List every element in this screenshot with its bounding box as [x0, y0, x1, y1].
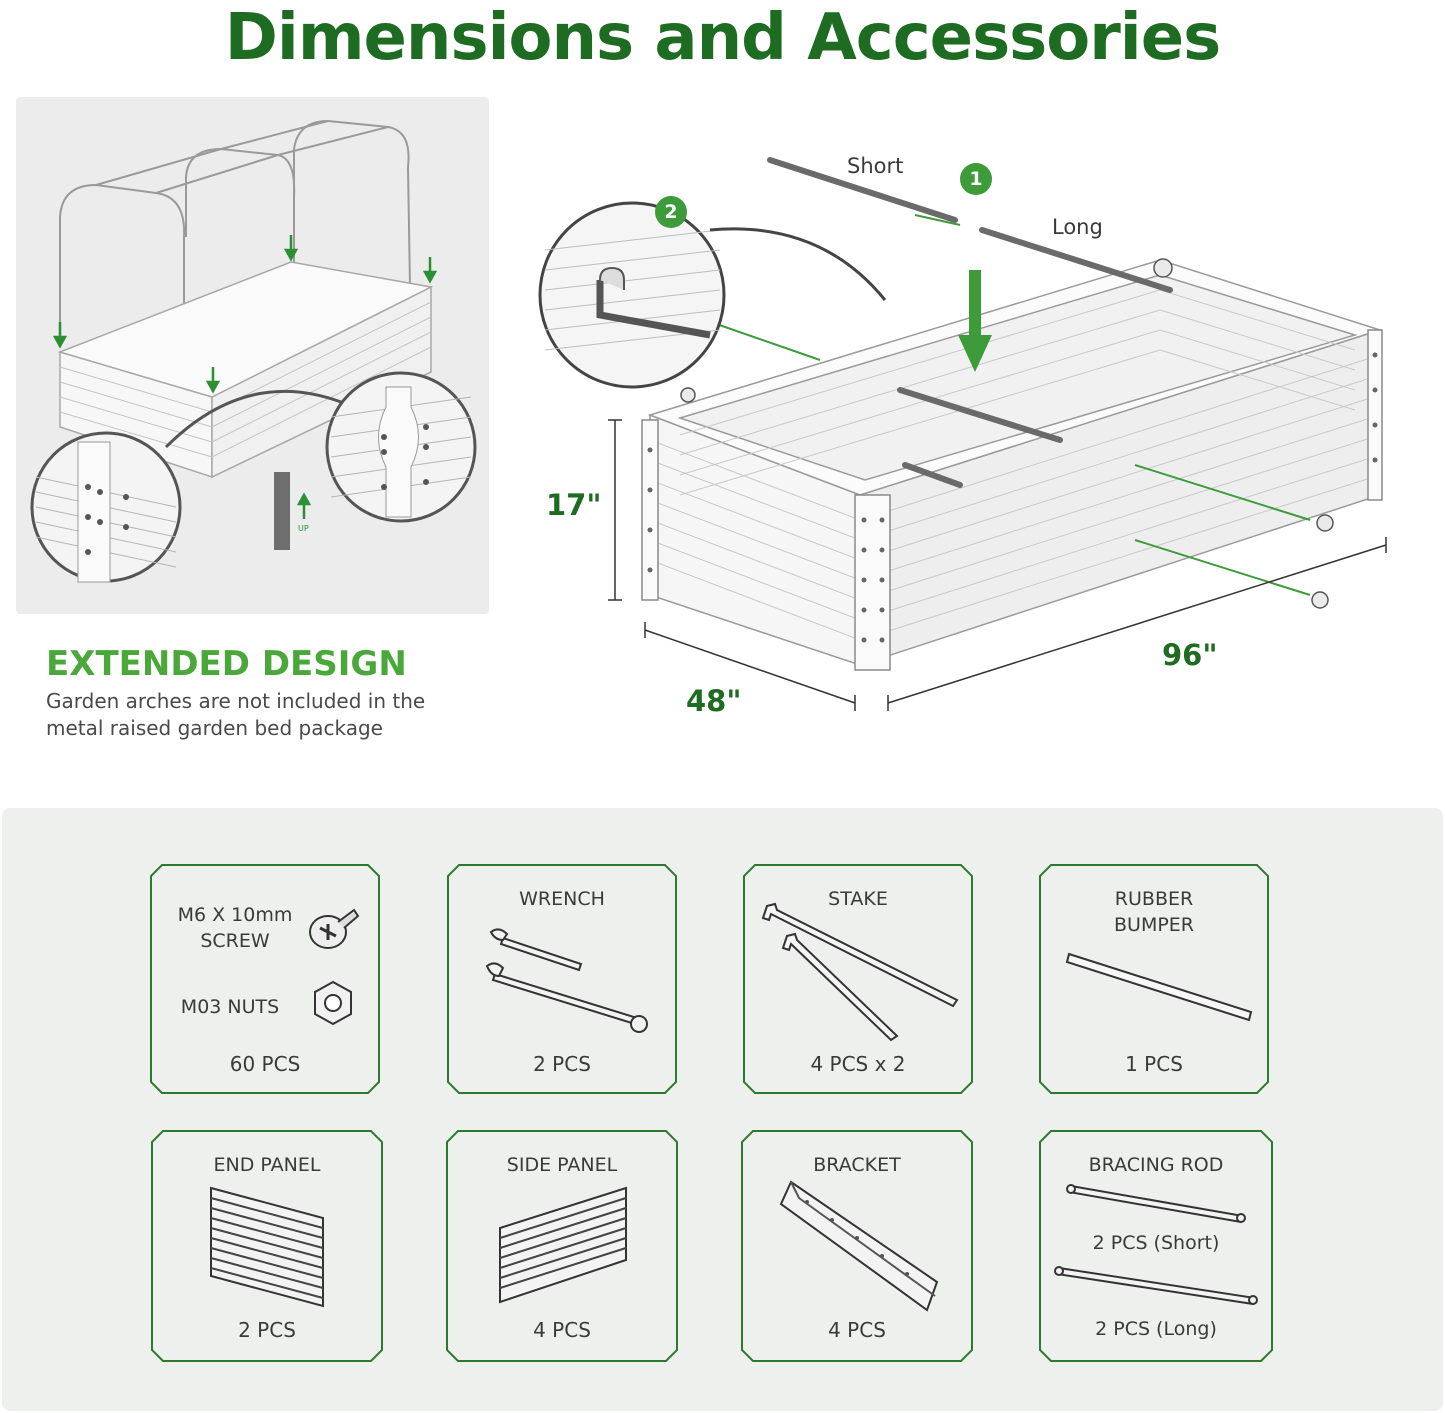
- nut-icon: [314, 980, 352, 1026]
- card-frame: [151, 1130, 383, 1362]
- card-frame: [150, 864, 380, 1094]
- end-panel-qty: 2 PCS: [238, 1318, 296, 1342]
- bumper-name-line2: BUMPER: [1114, 914, 1194, 936]
- long-rod-label: Long: [1052, 215, 1103, 239]
- screw-name-line2: SCREW: [200, 930, 270, 952]
- stake-name: STAKE: [828, 888, 888, 910]
- page-title: Dimensions and Accessories: [224, 1, 1221, 75]
- card-stake: STAKE 4 PCS x 2: [743, 864, 973, 1094]
- card-frame: [1039, 1130, 1273, 1362]
- end-panel-name: END PANEL: [213, 1154, 321, 1176]
- card-frame: [743, 864, 973, 1094]
- end-panel-icon: [210, 1186, 324, 1308]
- step-1-badge: 1: [960, 163, 992, 195]
- side-panel-qty: 4 PCS: [533, 1318, 591, 1342]
- up-label: UP: [298, 524, 309, 533]
- screw-icon: [309, 908, 360, 949]
- side-panel-icon: [499, 1186, 627, 1304]
- screw-qty: 60 PCS: [229, 1052, 301, 1076]
- long-rod-icon: [1054, 1266, 1258, 1306]
- wrench-qty: 2 PCS: [533, 1052, 591, 1076]
- garden-bed-with-arches-drawing: UP: [30, 119, 477, 583]
- nuts-name: M03 NUTS: [180, 996, 280, 1018]
- card-screw: M6 X 10mm SCREW M03 NUTS 60 PCS: [150, 864, 380, 1094]
- short-rod-label: Short: [847, 154, 904, 178]
- bumper-name-line1: RUBBER: [1114, 888, 1194, 910]
- bracket-icon: [779, 1180, 939, 1312]
- card-bracing-rod: BRACING ROD 2 PCS (Short) 2 PCS (Long): [1039, 1130, 1273, 1362]
- bracket-qty: 4 PCS: [828, 1318, 886, 1342]
- length-dimension: 96": [1162, 638, 1218, 672]
- accessories-panel: [2, 808, 1443, 1411]
- card-frame: [446, 1130, 678, 1362]
- card-frame: [1039, 864, 1269, 1094]
- screw-name-line1: M6 X 10mm: [177, 904, 293, 926]
- stake-icon: [761, 902, 959, 1042]
- bumper-qty: 1 PCS: [1125, 1052, 1183, 1076]
- wrench-icon: [485, 928, 648, 1033]
- short-rod-icon: [1066, 1184, 1246, 1224]
- bracing-rod-short-qty: 2 PCS (Short): [1092, 1232, 1220, 1254]
- stake-qty: 4 PCS x 2: [810, 1052, 906, 1076]
- side-panel-name: SIDE PANEL: [506, 1154, 618, 1176]
- extended-design-illustration: UP: [16, 97, 489, 614]
- wrench-name: WRENCH: [519, 888, 605, 910]
- height-dimension: 17": [546, 488, 602, 522]
- card-end-panel: END PANEL 2 PCS: [151, 1130, 383, 1362]
- card-rubber-bumper: RUBBER BUMPER 1 PCS: [1039, 864, 1269, 1094]
- card-frame: [741, 1130, 973, 1362]
- step-2-badge: 2: [655, 196, 687, 228]
- bracing-rod-long-qty: 2 PCS (Long): [1095, 1318, 1217, 1340]
- extended-design-note: Garden arches are not included in the me…: [46, 689, 426, 740]
- bracing-rod-name: BRACING ROD: [1088, 1154, 1224, 1176]
- width-dimension: 48": [686, 684, 742, 718]
- extended-design-heading: EXTENDED DESIGN: [46, 644, 407, 684]
- card-side-panel: SIDE PANEL 4 PCS: [446, 1130, 678, 1362]
- bracket-name: BRACKET: [813, 1154, 901, 1176]
- card-frame: [447, 864, 677, 1094]
- raised-bed-dimension-drawing: [538, 157, 1387, 711]
- rubber-bumper-icon: [1065, 952, 1253, 1022]
- card-wrench: WRENCH 2 PCS: [447, 864, 677, 1094]
- card-bracket: BRACKET 4 PCS: [741, 1130, 973, 1362]
